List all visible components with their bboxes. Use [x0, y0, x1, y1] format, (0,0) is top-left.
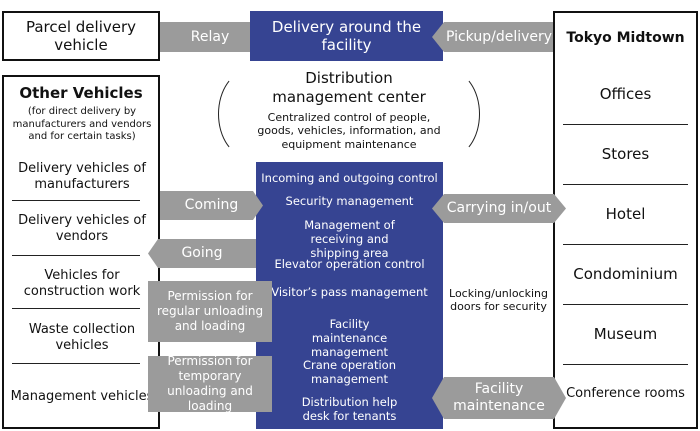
function-crane: Crane operation management — [302, 358, 397, 386]
divider — [12, 308, 140, 309]
facility-maintenance-label: Facility maintenance — [453, 381, 545, 414]
center-functions-panel: Incoming and outgoing control Security m… — [256, 162, 443, 429]
permission-temporary-label: Permission for temporary unloading and l… — [167, 354, 253, 413]
delivery-around-facility-box: Delivery around the facility — [250, 11, 443, 61]
relay-label: Relay — [190, 28, 230, 45]
tenant-condominium: Condominium — [573, 265, 678, 283]
divider — [12, 363, 140, 364]
function-receiving-shipping: Management of receiving and shipping are… — [304, 218, 395, 260]
tenant-stores: Stores — [601, 145, 650, 163]
function-elevator: Elevator operation control — [274, 257, 425, 271]
vehicle-waste-collection: Waste collection vehicles — [28, 322, 136, 353]
going-label: Going — [181, 245, 223, 261]
permission-regular-box: Permission for regular unloading and loa… — [148, 281, 272, 342]
carrying-in-out-arrow: Carrying in/out — [432, 194, 566, 223]
tenant-offices: Offices — [599, 85, 652, 103]
pickup-delivery-arrow: Pickup/delivery — [432, 22, 566, 52]
permission-regular-label: Permission for regular unloading and loa… — [156, 289, 264, 333]
relay-arrow: Relay — [160, 22, 260, 52]
going-arrow: Going — [148, 239, 256, 268]
delivery-around-facility-label: Delivery around the facility — [271, 18, 422, 54]
function-incoming-outgoing: Incoming and outgoing control — [261, 171, 438, 185]
locking-doors-note: Locking/unlocking doors for security — [449, 286, 548, 314]
carrying-in-out-label: Carrying in/out — [446, 200, 552, 216]
vehicle-vendors: Delivery vehicles of vendors — [18, 213, 146, 244]
tenant-hotel: Hotel — [605, 205, 646, 223]
distribution-center-title: Distribution management center — [272, 69, 426, 106]
tokyo-midtown-box: Tokyo Midtown Offices Stores Hotel Condo… — [553, 11, 698, 429]
divider — [563, 364, 688, 365]
left-parenthesis — [218, 70, 280, 158]
other-vehicles-title: Other Vehicles — [19, 84, 143, 102]
coming-label: Coming — [184, 197, 239, 213]
facility-maintenance-arrow: Facility maintenance — [432, 377, 566, 419]
divider — [563, 244, 688, 245]
coming-arrow: Coming — [160, 191, 263, 220]
vehicle-management: Management vehicles — [10, 389, 154, 404]
divider — [563, 304, 688, 305]
other-vehicles-subtitle: (for direct delivery by manufacturers an… — [12, 106, 152, 143]
function-visitors-pass: Visitor’s pass management — [271, 285, 428, 299]
distribution-center-description: Centralized control of people, goods, ve… — [257, 110, 441, 151]
function-help-desk: Distribution help desk for tenants — [301, 395, 398, 423]
right-parenthesis — [418, 70, 480, 158]
divider — [12, 255, 140, 256]
vehicle-construction: Vehicles for construction work — [23, 268, 141, 299]
vehicle-manufacturers: Delivery vehicles of manufacturers — [18, 161, 146, 192]
permission-temporary-box: Permission for temporary unloading and l… — [148, 354, 272, 413]
divider — [563, 124, 688, 125]
parcel-delivery-vehicle-label: Parcel delivery vehicle — [25, 18, 137, 54]
tenant-conference-rooms: Conference rooms — [566, 386, 685, 401]
tenant-museum: Museum — [593, 325, 658, 343]
divider — [563, 184, 688, 185]
pickup-delivery-label: Pickup/delivery — [445, 28, 553, 45]
function-facility-maintenance: Facility maintenance management — [310, 317, 389, 359]
function-security: Security management — [285, 194, 414, 208]
tokyo-midtown-title: Tokyo Midtown — [566, 29, 685, 46]
parcel-delivery-vehicle-box: Parcel delivery vehicle — [2, 11, 160, 61]
distribution-management-center: Distribution management center Centraliz… — [214, 68, 484, 160]
divider — [12, 200, 140, 201]
other-vehicles-box: Other Vehicles (for direct delivery by m… — [2, 75, 160, 429]
